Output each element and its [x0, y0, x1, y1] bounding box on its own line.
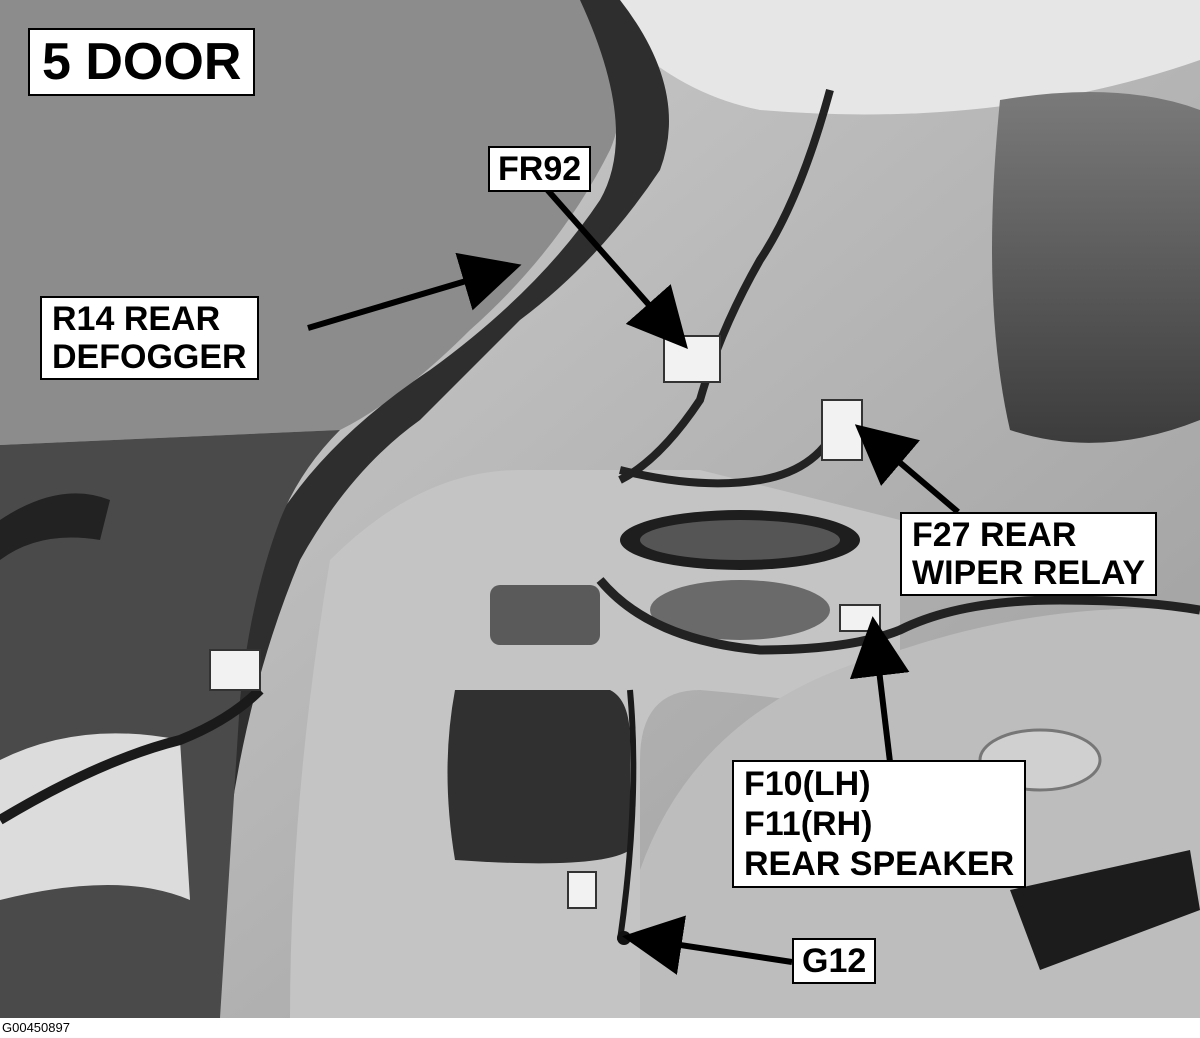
harness-left	[0, 686, 264, 825]
roof-liner	[590, 0, 1200, 115]
arrow-f10	[849, 616, 910, 763]
f27-rear-wiper-relay-callout: F27 REAR WIPER RELAY	[900, 512, 1158, 596]
g12-ground-callout: G12	[792, 938, 877, 984]
upper-opening	[490, 585, 600, 645]
connector-relay	[821, 399, 863, 461]
speaker-cone	[650, 580, 830, 640]
arrow-g12	[622, 915, 793, 975]
bracket	[1010, 850, 1200, 970]
fr92-callout: FR92	[488, 146, 592, 192]
harness-down	[617, 689, 637, 941]
door-opening-lower	[0, 733, 190, 900]
connector-fr92	[663, 335, 721, 383]
f10-line-2: F11(RH)	[744, 805, 873, 843]
connector-bottom	[567, 871, 597, 909]
arrow-r14	[307, 252, 522, 331]
trunk-side	[992, 92, 1200, 443]
figure-id: G00450897	[2, 1020, 70, 1035]
lower-opening	[447, 690, 630, 864]
door-type-label: 5 DOOR	[28, 28, 256, 96]
speaker-ring-inner	[640, 520, 840, 560]
f10-line-1: F10(LH)	[744, 765, 871, 803]
ground-bolt	[617, 931, 631, 945]
f10-line-3: REAR SPEAKER	[744, 845, 1015, 883]
r14-line-2: DEFOGGER	[52, 338, 247, 376]
harness-upper	[618, 88, 834, 484]
arrow-f27	[854, 424, 960, 515]
f27-line-1: F27 REAR	[912, 516, 1077, 554]
f27-line-2: WIPER RELAY	[912, 554, 1146, 592]
r14-line-1: R14 REAR	[52, 300, 221, 338]
rear-speaker-callout: F10(LH) F11(RH) REAR SPEAKER	[732, 760, 1027, 888]
door-opening	[0, 493, 110, 560]
connector-left	[209, 649, 261, 691]
connector-speaker	[839, 604, 881, 632]
arrow-fr92	[541, 184, 688, 349]
r14-rear-defogger-callout: R14 REAR DEFOGGER	[40, 296, 259, 380]
